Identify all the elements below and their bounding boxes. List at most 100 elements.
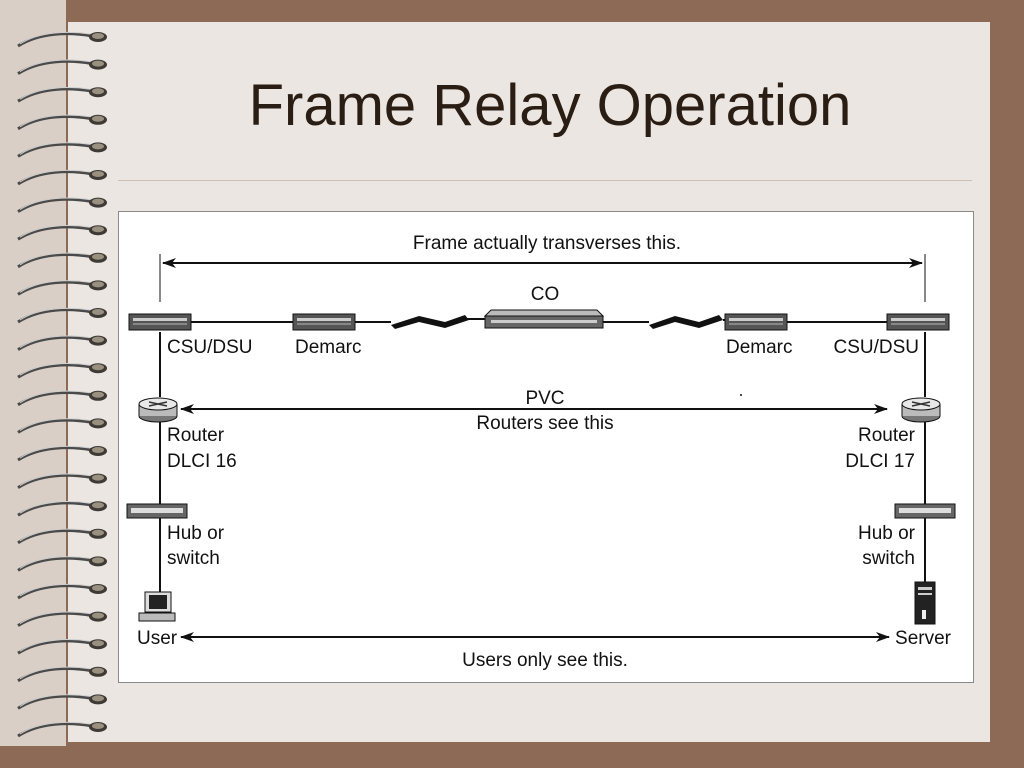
binding-ring-highlight <box>19 59 91 73</box>
binding-ring <box>17 335 93 351</box>
binding-ring-highlight <box>19 114 91 128</box>
binding-ring <box>17 280 93 296</box>
binding-ring-highlight <box>19 501 91 514</box>
binding-ring-highlight <box>19 142 91 155</box>
binding-ring-highlight <box>19 307 91 321</box>
left-hub-label-line1: Hub or <box>167 523 225 544</box>
left-router-label: Router <box>167 425 225 446</box>
co-switch-icon <box>483 309 605 329</box>
binding-hole-shine <box>92 115 104 122</box>
binding-ring <box>17 418 93 434</box>
binding-hole-shine <box>92 640 104 647</box>
binding-ring-highlight <box>19 363 91 376</box>
spiral-binding <box>17 31 107 738</box>
csu-dsu-left-icon <box>128 313 192 331</box>
top-span-label: Frame actually transverses this. <box>412 233 682 254</box>
binding-ring-highlight <box>19 473 91 487</box>
binding-hole-shine <box>92 419 104 426</box>
right-hub-label-line2: switch <box>862 548 915 569</box>
router-right-icon <box>901 397 941 423</box>
binding-ring <box>17 722 93 738</box>
binding-ring <box>17 115 93 131</box>
binding-ring-highlight <box>19 445 91 459</box>
binding-ring-highlight <box>19 639 91 652</box>
csu-dsu-right-icon <box>886 313 950 331</box>
binding-hole-shine <box>92 309 104 315</box>
binding-ring <box>17 308 93 324</box>
user-computer-icon <box>138 591 176 622</box>
bottom-span-label: Users only see this. <box>462 650 628 671</box>
frame-relay-diagram: Frame actually transverses this. CO CSU/… <box>118 211 974 683</box>
left-demarc-label: Demarc <box>295 337 362 358</box>
server-icon <box>914 581 936 625</box>
slide-title: Frame Relay Operation <box>248 73 852 138</box>
binding-ring-highlight <box>19 280 91 293</box>
binding-ring-highlight <box>19 225 91 238</box>
binding-hole-shine <box>92 198 104 205</box>
stray-dot <box>740 394 742 396</box>
binding-ring-highlight <box>19 583 91 597</box>
binding-ring-highlight <box>19 31 91 45</box>
binding-ring-highlight <box>19 611 91 625</box>
binding-ring <box>17 694 93 710</box>
co-label: CO <box>530 284 560 305</box>
binding-hole-shine <box>92 529 104 536</box>
binding-ring-highlight <box>19 335 91 349</box>
binding-hole-shine <box>92 502 104 509</box>
binding-ring <box>17 473 93 489</box>
left-dlci-label: DLCI 16 <box>167 451 237 472</box>
right-router-label: Router <box>857 425 915 446</box>
user-label: User <box>137 628 178 649</box>
binding-ring-highlight <box>19 418 91 431</box>
binding-hole-shine <box>92 281 104 288</box>
binding-hole-shine <box>92 723 104 729</box>
binding-hole-shine <box>92 695 104 702</box>
binding-ring <box>17 529 93 545</box>
binding-ring <box>17 142 93 158</box>
left-hub-label-line2: switch <box>167 548 220 569</box>
binding-ring <box>17 253 93 269</box>
binding-ring <box>17 170 93 186</box>
binding-hole-shine <box>92 88 104 95</box>
title-divider <box>118 180 972 181</box>
binding-hole-shine <box>92 447 104 453</box>
pvc-label: PVC <box>525 388 565 409</box>
hub-left-icon <box>126 503 188 519</box>
left-csu-dsu-label: CSU/DSU <box>167 337 253 358</box>
binding-hole-shine <box>92 336 104 343</box>
binding-hole-shine <box>92 557 104 564</box>
page-stack <box>0 0 66 746</box>
binding-hole-shine <box>92 143 104 150</box>
demarc-left-icon <box>292 313 356 331</box>
binding-hole-shine <box>92 226 104 233</box>
binding-ring <box>17 667 93 683</box>
diagram-canvas <box>126 254 956 642</box>
wan-link-right-icon <box>649 315 723 329</box>
binding-hole-shine <box>92 474 104 481</box>
binding-ring <box>17 225 93 241</box>
binding-ring <box>17 363 93 379</box>
binding-ring-highlight <box>19 694 91 707</box>
router-left-icon <box>138 397 178 423</box>
hub-right-icon <box>894 503 956 519</box>
binding-hole-shine <box>92 253 104 260</box>
right-demarc-label: Demarc <box>726 337 793 358</box>
binding-hole-shine <box>92 667 104 674</box>
binding-ring-highlight <box>19 252 91 266</box>
binding-ring <box>17 391 93 407</box>
binding-ring-highlight <box>19 666 91 680</box>
right-dlci-label: DLCI 17 <box>845 451 915 472</box>
binding-ring <box>17 501 93 517</box>
pvc-sub-label: Routers see this <box>476 413 614 434</box>
right-hub-label-line1: Hub or <box>857 523 915 544</box>
binding-ring-highlight <box>19 528 91 542</box>
binding-hole-shine <box>92 171 104 177</box>
binding-ring-highlight <box>19 721 91 735</box>
binding-ring <box>17 446 93 462</box>
binding-hole-shine <box>92 364 104 371</box>
server-label: Server <box>895 628 951 649</box>
binding-ring <box>17 556 93 572</box>
wan-link-left-icon <box>391 315 469 329</box>
binding-ring <box>17 197 93 213</box>
binding-ring <box>17 584 93 600</box>
